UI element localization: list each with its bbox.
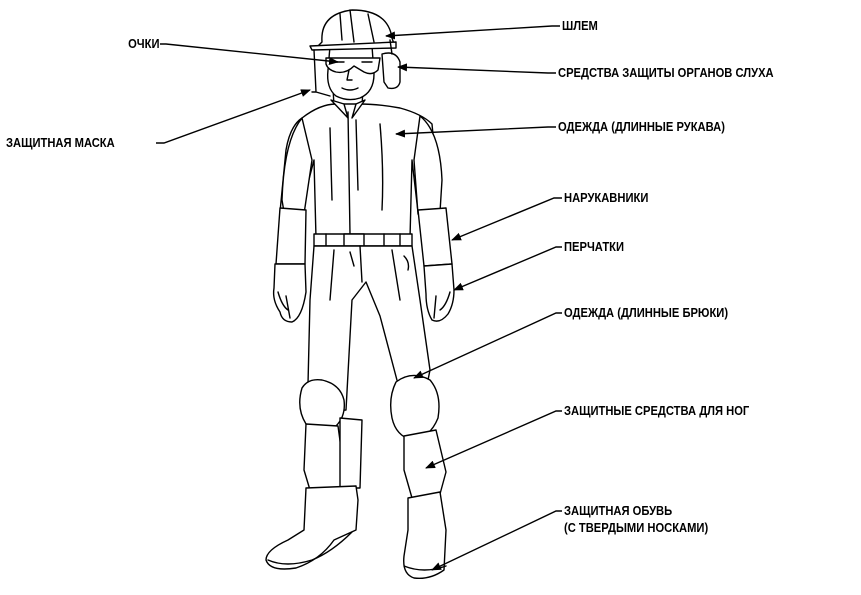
leader-face-mask (156, 90, 310, 143)
leader-armguards (452, 198, 562, 240)
label-gloves: ПЕРЧАТКИ (564, 238, 624, 255)
leader-leg-protection (426, 411, 562, 468)
label-safety-boots-line1: ЗАЩИТНАЯ ОБУВЬ (564, 502, 672, 519)
helmet (318, 10, 394, 46)
left-shin-guard (304, 424, 344, 490)
right-boot (404, 492, 446, 578)
label-clothing-long-trousers: ОДЕЖДА (ДЛИННЫЕ БРЮКИ) (564, 304, 728, 321)
label-leg-protection: ЗАЩИТНЫЕ СРЕДСТВА ДЛЯ НОГ (564, 402, 749, 419)
label-face-mask: ЗАЩИТНАЯ МАСКА (6, 134, 115, 151)
left-boot (266, 486, 358, 569)
leader-hearing (398, 67, 556, 73)
leader-clothing-trousers (414, 313, 562, 378)
left-armguard (276, 208, 306, 264)
leader-helmet (386, 26, 560, 36)
belt-buckle (344, 234, 364, 246)
label-armguards: НАРУКАВНИКИ (564, 189, 648, 206)
left-inner-leg (340, 418, 362, 488)
leader-gloves (454, 247, 562, 290)
right-shin-guard (404, 430, 446, 498)
label-hearing-protection: СРЕДСТВА ЗАЩИТЫ ОРГАНОВ СЛУХА (558, 64, 774, 81)
label-safety-boots-line2: (С ТВЕРДЫМИ НОСКАМИ) (564, 519, 708, 536)
right-armguard (418, 208, 452, 266)
right-sleeve (414, 116, 442, 214)
ear-muff (382, 53, 400, 88)
label-helmet: ШЛЕМ (562, 17, 598, 34)
label-clothing-long-sleeves: ОДЕЖДА (ДЛИННЫЕ РУКАВА) (558, 118, 725, 135)
leader-boots (432, 511, 562, 570)
label-glasses: ОЧКИ (129, 35, 160, 52)
